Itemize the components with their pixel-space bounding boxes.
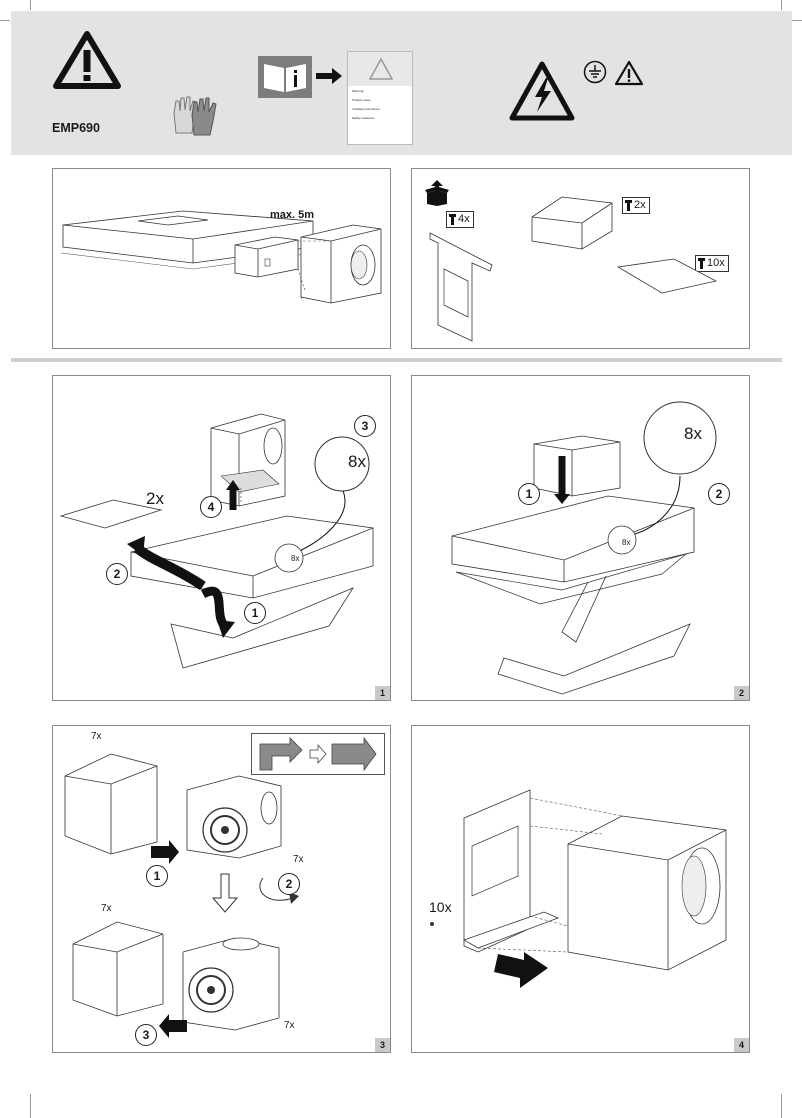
page-step-number: 2: [734, 686, 749, 700]
crop-mark: [781, 0, 782, 10]
step-4-drawing: [430, 789, 727, 988]
step-1-drawing: [59, 413, 374, 669]
section-divider: [11, 358, 782, 362]
leaflet-document: Warning! Product notes Installing instru…: [347, 51, 413, 145]
screws-qty-b: 7x: [293, 854, 304, 865]
bracket-qty: 4x: [458, 213, 470, 225]
screws-qty-small: 8x: [291, 554, 300, 563]
leaflet-line: Warning!: [352, 89, 364, 93]
step-4-panel: 10x 4: [411, 725, 750, 1053]
duct-qty: 2x: [634, 199, 646, 211]
rotate-orientation-icon: [259, 736, 377, 772]
orientation-inset: [251, 733, 385, 775]
screw-icon: [698, 258, 705, 269]
warning-icon: [53, 31, 121, 89]
parts-drawing: [429, 196, 718, 342]
page-step-number: 1: [375, 686, 390, 700]
duct-qty-badge: 2x: [622, 197, 650, 214]
crop-mark: [781, 1094, 782, 1118]
overview-panel: max. 5m: [52, 168, 391, 349]
callout-step-1: 1: [518, 483, 540, 505]
plate-qty-badge: 10x: [695, 255, 729, 272]
step-2-drawing: [451, 401, 717, 695]
screws-qty: 8x: [348, 452, 366, 471]
parts-panel: 4x 2x 10x: [411, 168, 750, 349]
callout-step-3: 3: [135, 1024, 157, 1046]
model-name: EMP690: [52, 121, 100, 135]
page-step-number: 4: [734, 1038, 749, 1052]
callout-step-1: 1: [146, 865, 168, 887]
screws-qty-small: 8x: [622, 538, 631, 547]
hood-duct-assembly-drawing: [60, 210, 382, 304]
callout-step-2: 2: [708, 483, 730, 505]
leaflet-line: Product notes: [352, 98, 371, 102]
callout-step-1: 1: [244, 602, 266, 624]
callout-step-3: 3: [354, 415, 376, 437]
warning-small-icon: [614, 60, 644, 86]
screw-icon: [449, 214, 456, 225]
leaflet-line: Installing instructions: [352, 107, 380, 111]
step-3-drawing: [64, 753, 299, 1038]
callout-step-2: 2: [106, 563, 128, 585]
warning-icon: [368, 57, 394, 80]
callout-step-2: 2: [278, 873, 300, 895]
crop-mark: [30, 0, 31, 10]
max-length-label: max. 5m: [270, 209, 315, 221]
screws-qty: 10x: [429, 899, 452, 915]
page-step-number: 3: [375, 1038, 390, 1052]
manual-info-icon: [258, 56, 312, 98]
bracket-qty-badge: 4x: [446, 211, 474, 228]
plate-qty: 10x: [707, 257, 725, 269]
step-2-panel: 1 2 8x 8x 2: [411, 375, 750, 701]
gloves-icon: [173, 96, 217, 136]
arrow-right-icon: [316, 68, 342, 84]
filters-qty: 2x: [146, 489, 164, 508]
unpack-box-icon: [425, 180, 449, 206]
high-voltage-icon: [509, 61, 575, 121]
screws-qty: 8x: [684, 424, 702, 443]
screw-icon: [625, 200, 632, 211]
leaflet-line: Safety measures: [352, 116, 375, 120]
crop-mark: [0, 20, 10, 21]
ground-icon: [583, 60, 607, 84]
screws-qty-d: 7x: [284, 1020, 295, 1031]
callout-step-4: 4: [200, 496, 222, 518]
step-3-panel: 7x 7x 7x 7x 1 2 3 3: [52, 725, 391, 1053]
screws-qty-c: 7x: [101, 903, 112, 914]
crop-mark: [30, 1094, 31, 1118]
crop-mark: [792, 20, 802, 21]
screws-qty-a: 7x: [91, 731, 102, 742]
step-1-panel: 1 2 3 4 2x 8x 8x 1: [52, 375, 391, 701]
